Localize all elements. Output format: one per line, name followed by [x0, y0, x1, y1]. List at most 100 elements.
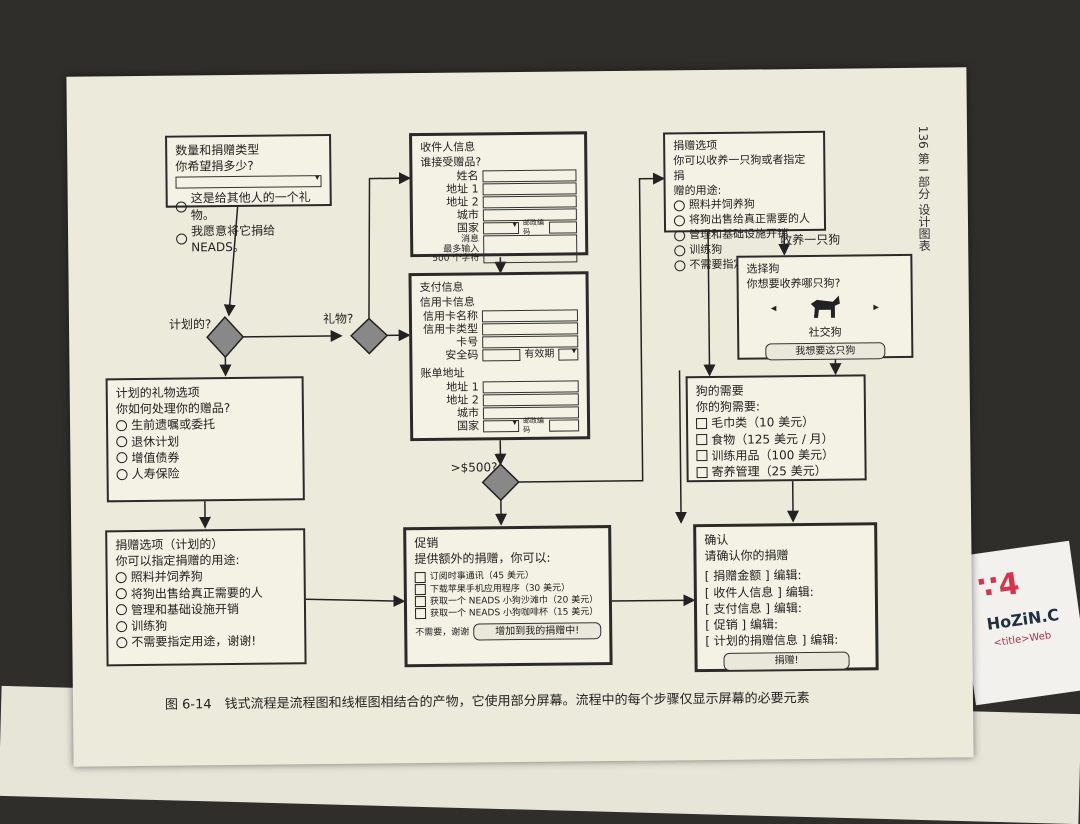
radio-icon	[674, 245, 685, 256]
label-gift: 礼物?	[323, 310, 354, 327]
radio-icon	[674, 201, 685, 212]
radio-icon	[176, 202, 187, 213]
payment-field-billing-country[interactable]: 国家邮政编码	[421, 419, 579, 434]
arrow-right-icon[interactable]: ▸	[873, 301, 879, 316]
confirm-item[interactable]: [ 促销 ] 编辑:	[705, 615, 867, 633]
planned-option[interactable]: 生前遗嘱或委托	[116, 416, 294, 434]
dog-need-item[interactable]: 训练用品（100 美元）	[696, 446, 856, 464]
designation-bottom-option[interactable]: 管理和基础设施开销	[116, 600, 296, 618]
box-choose-dog: 选择狗 你想要收养哪只狗? ◂ ▸ 社交狗 我想要这只狗	[736, 254, 913, 360]
recipient-field-addr2[interactable]: 地址 2	[421, 195, 577, 210]
recipient-title1: 收件人信息	[420, 139, 576, 155]
checkbox-icon	[697, 467, 708, 478]
choose-dog-button[interactable]: 我想要这只狗	[765, 342, 885, 361]
designation-top-title1: 捐赠选项	[673, 138, 815, 154]
amount-option-neads[interactable]: 我愿意将它捐给 NEADS。	[176, 222, 322, 256]
choose-dog-title2: 你想要收养哪只狗?	[747, 276, 903, 292]
promo-no-thanks[interactable]: 不需要，谢谢	[415, 626, 469, 639]
box-planned: 计划的礼物选项 你如何处理你的赠品? 生前遗嘱或委托 退休计划 增值债券 人寿保…	[106, 376, 305, 502]
amount-title2: 你希望捐多少?	[175, 157, 321, 175]
radio-icon	[116, 637, 127, 648]
choose-dog-title1: 选择狗	[746, 261, 902, 277]
designation-bottom-title1: 捐赠选项（计划的）	[115, 535, 295, 553]
dog-name: 社交狗	[747, 325, 903, 341]
planned-option[interactable]: 退休计划	[116, 432, 294, 450]
radio-icon	[116, 588, 127, 599]
publisher-sticker: ∵4 HoZiN.C <title>Web	[955, 541, 1080, 706]
amount-option-gift[interactable]: 这是给其他人的一个礼物。	[176, 189, 322, 223]
donate-button[interactable]: 捐赠!	[723, 652, 849, 671]
amount-dropdown[interactable]	[175, 175, 321, 189]
dog-needs-title2: 你的狗需要:	[696, 398, 856, 416]
dog-need-item[interactable]: 食物（125 美元 / 月）	[696, 430, 856, 448]
checkbox-icon	[696, 418, 707, 429]
designation-bottom-option[interactable]: 不需要指定用途，谢谢!	[116, 632, 296, 650]
radio-icon	[116, 420, 127, 431]
payment-title1: 支付信息	[420, 279, 578, 295]
box-dog-needs: 狗的需要 你的狗需要: 毛巾类（10 美元） 食物（125 美元 / 月） 训练…	[686, 374, 867, 482]
recipient-field-name[interactable]: 姓名	[420, 169, 576, 184]
page-number: 136	[916, 126, 930, 149]
confirm-title2: 请确认你的捐赠	[704, 547, 866, 565]
book-page: 136 第 I 部分 设计图表 计划的? 礼物? >$500? 收养一只狗 数量…	[66, 67, 973, 766]
confirm-item[interactable]: [ 收件人信息 ] 编辑:	[705, 583, 867, 601]
payment-field-card-type[interactable]: 信用卡类型	[420, 322, 578, 337]
confirm-item[interactable]: [ 支付信息 ] 编辑:	[705, 599, 867, 617]
designation-top-option[interactable]: 将狗出售给真正需要的人	[674, 212, 816, 228]
chapter-title: 第 I 部分 设计图表	[916, 152, 931, 251]
sticker-tag: <title>Web	[993, 630, 1052, 649]
planned-option[interactable]: 人寿保险	[116, 464, 294, 482]
connector-gift-recipient	[367, 178, 410, 318]
recipient-field-addr1[interactable]: 地址 1	[421, 182, 577, 197]
recipient-title2: 谁接受赠品?	[420, 154, 576, 170]
radio-icon	[117, 469, 128, 480]
amount-title1: 数量和捐赠类型	[175, 141, 321, 159]
radio-icon	[674, 260, 685, 271]
designation-bottom-option[interactable]: 将狗出售给真正需要的人	[116, 584, 296, 602]
checkbox-icon	[415, 608, 426, 619]
arrow-left-icon[interactable]: ◂	[771, 302, 777, 317]
payment-billing-title: 账单地址	[420, 365, 578, 381]
designation-bottom-option[interactable]: 照料并饲养狗	[116, 568, 296, 586]
promo-title1: 促销	[414, 533, 600, 551]
payment-field-billing-addr2[interactable]: 地址 2	[421, 393, 579, 408]
radio-icon	[116, 436, 127, 447]
label-over500: >$500?	[450, 460, 497, 474]
checkbox-icon	[696, 434, 707, 445]
radio-icon	[674, 230, 685, 241]
recipient-field-city[interactable]: 城市	[421, 208, 577, 223]
running-header: 136 第 I 部分 设计图表	[915, 126, 933, 252]
payment-field-billing-city[interactable]: 城市	[421, 406, 579, 421]
checkbox-icon	[415, 584, 426, 595]
confirm-item[interactable]: [ 捐赠金额 ] 编辑:	[705, 567, 867, 585]
radio-icon	[674, 215, 685, 226]
dog-icon	[807, 292, 843, 325]
designation-top-title2: 你可以收养一只狗或者指定捐	[673, 153, 815, 184]
recipient-field-message[interactable]: 消息 最多输入 500 个字符	[421, 234, 577, 264]
designation-top-option[interactable]: 管理和基础设施开销	[674, 227, 816, 243]
payment-field-security[interactable]: 安全码有效期	[420, 348, 578, 363]
promo-add-button[interactable]: 增加到我的捐赠中!	[473, 622, 601, 641]
confirm-item[interactable]: [ 计划的捐赠信息 ] 编辑:	[705, 632, 867, 650]
payment-field-billing-addr1[interactable]: 地址 1	[421, 380, 579, 395]
payment-field-card-name[interactable]: 信用卡名称	[420, 309, 578, 324]
planned-option[interactable]: 增值债券	[116, 448, 294, 466]
dog-need-item[interactable]: 毛巾类（10 美元）	[696, 414, 856, 432]
connector-promo-confirm	[612, 600, 694, 601]
designation-top-title3: 赠的用途:	[674, 182, 816, 198]
label-plan: 计划的?	[169, 315, 212, 332]
payment-title2: 信用卡信息	[420, 294, 578, 310]
dog-need-item[interactable]: 寄养管理（25 美元）	[697, 462, 857, 480]
box-amount: 数量和捐赠类型 你希望捐多少? 这是给其他人的一个礼物。 我愿意将它捐给 NEA…	[165, 134, 332, 208]
box-designation-bottom: 捐赠选项（计划的） 你可以指定捐赠的用途: 照料并饲养狗 将狗出售给真正需要的人…	[105, 528, 306, 666]
box-designation-top: 捐赠选项 你可以收养一只狗或者指定捐 赠的用途: 照料并饲养狗 将狗出售给真正需…	[663, 131, 826, 233]
checkbox-icon	[415, 596, 426, 607]
payment-field-card-number[interactable]: 卡号	[420, 335, 578, 350]
designation-bottom-option[interactable]: 训练狗	[116, 616, 296, 634]
confirm-title1: 确认	[704, 530, 866, 548]
radio-icon	[116, 621, 127, 632]
promo-item[interactable]: 获取一个 NEADS 小狗咖啡杯（15 美元）	[415, 606, 601, 620]
decision-plan	[207, 317, 243, 357]
sticker-mark: ∵4	[975, 566, 1021, 606]
connector-plan-gift	[239, 336, 341, 337]
